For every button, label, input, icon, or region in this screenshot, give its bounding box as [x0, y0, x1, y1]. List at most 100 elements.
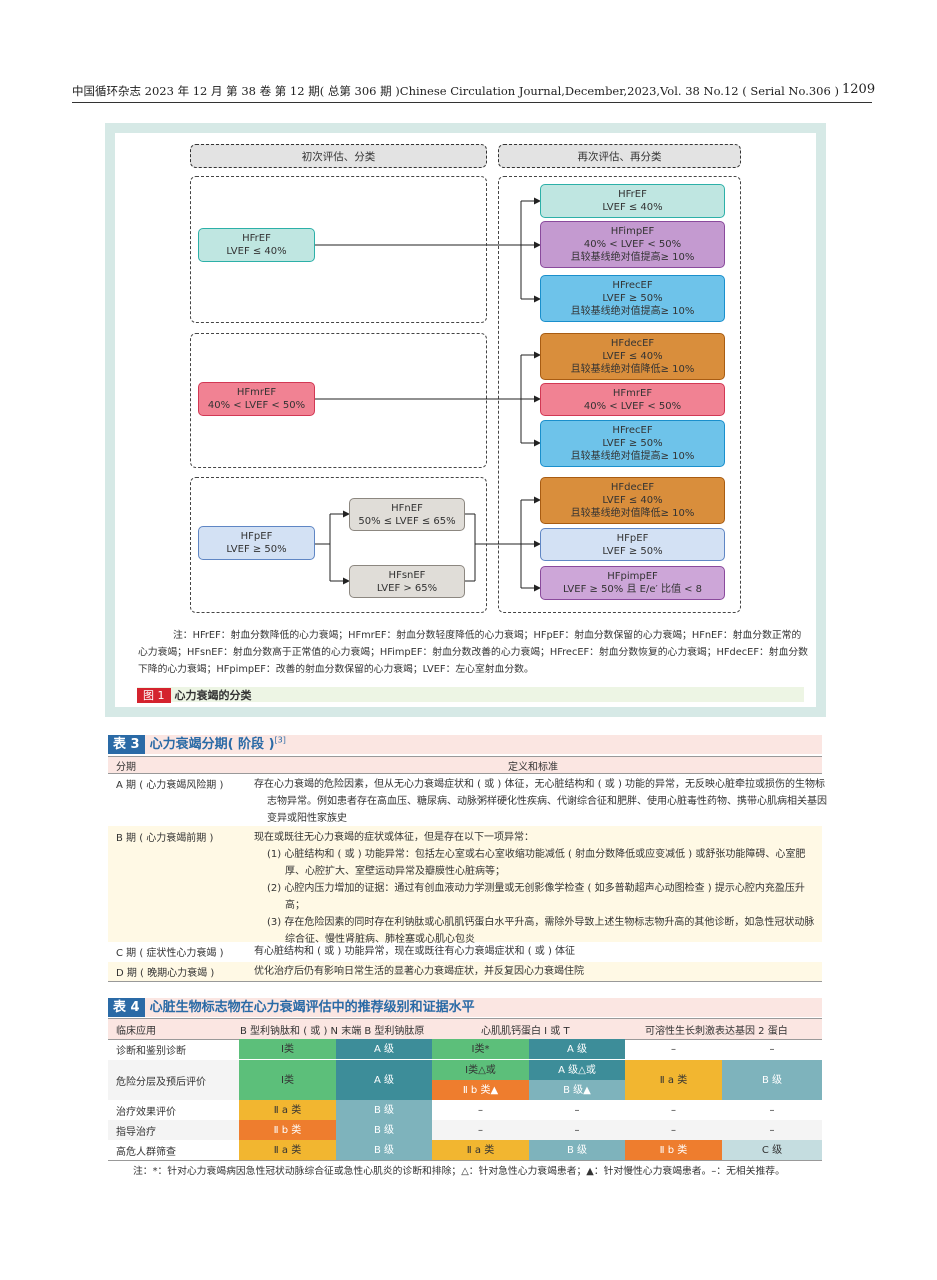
box-title: HFrecEF: [612, 280, 653, 291]
table-cell: –: [625, 1120, 722, 1140]
table-cell: A 级△或: [529, 1060, 625, 1080]
box-title: HFdecEF: [610, 338, 655, 349]
table-cell: Ⅰ类: [239, 1060, 336, 1100]
table-cell: –: [432, 1120, 529, 1140]
table-cell: B 级: [722, 1060, 822, 1100]
table-bottom-rule: [108, 1160, 822, 1161]
table-tag: 表 3: [108, 735, 145, 754]
stage-label: D 期 ( 晚期心力衰竭 ): [116, 968, 215, 979]
table-cell: A 级: [336, 1060, 432, 1100]
box-g1-hfrecef: HFrecEF LVEF ≥ 50% 且较基线绝对值提高≥ 10%: [540, 275, 725, 322]
header-stage: 分期: [116, 762, 136, 773]
table-cell: Ⅱ b 类▲: [432, 1080, 529, 1100]
figure-tag: 图 1: [137, 688, 171, 703]
box-criterion: 50% ≤ LVEF ≤ 65%: [358, 515, 456, 527]
flow-arrows: [315, 197, 541, 592]
stage-definition: 存在心力衰竭的危险因素，但从无心力衰竭症状和 ( 或 ) 体征，无心脏结构和 (…: [254, 779, 827, 824]
box-title: HFpEF: [616, 532, 649, 544]
re-assessment-header: 再次评估、再分类: [498, 144, 741, 168]
box-title: HFsnEF: [388, 569, 426, 581]
table-cell: Ⅱ b 类: [239, 1120, 336, 1140]
stage-label: C 期 ( 症状性心力衰竭 ): [116, 948, 224, 959]
box-criterion: LVEF ≥ 50%: [226, 544, 287, 555]
box-title: HFrEF: [618, 189, 647, 200]
box-g3-hfpef: HFpEF LVEF ≥ 50%: [540, 528, 725, 561]
table-header: 分期 定义和标准: [108, 756, 822, 774]
box-criterion: 40% < LVEF < 50%: [583, 400, 682, 412]
box-title: HFnEF: [391, 502, 423, 514]
row-label: 指导治疗: [108, 1120, 239, 1140]
table-row: D 期 ( 晚期心力衰竭 ) 优化治疗后仍有影响日常生活的显著心力衰竭症状，并反…: [108, 962, 822, 982]
table-cell: –: [769, 1043, 775, 1055]
table-cell: B 级: [529, 1140, 625, 1160]
reference: [3]: [274, 735, 286, 745]
figure-note: 注：HFrEF：射血分数降低的心力衰竭；HFmrEF：射血分数轻度降低的心力衰竭…: [138, 630, 808, 675]
box-title: HFpimpEF: [607, 571, 658, 582]
figure-panel: 初次评估、分类 再次评估、再分类 HFrEF LVEF ≤ 40% HFmrEF…: [115, 133, 816, 707]
re-assessment-group: [498, 176, 741, 613]
table-cell: –: [671, 1104, 676, 1116]
box-criterion: LVEF ≤ 40%: [602, 202, 663, 213]
table-cell: –: [671, 1043, 676, 1055]
box-hfnef: HFnEF 50% ≤ LVEF ≤ 65%: [349, 498, 465, 531]
stage-definition: 有心脏结构和 ( 或 ) 功能异常，现在或既往有心力衰竭症状和 ( 或 ) 体征: [254, 946, 576, 957]
box-criterion: LVEF ≤ 40%: [602, 495, 663, 506]
box-criterion: LVEF ≥ 50%: [602, 438, 663, 449]
table-cell: C 级: [722, 1140, 822, 1160]
box-g1-hfref: HFrEF LVEF ≤ 40%: [540, 184, 725, 218]
header-sst2: 可溶性生长刺激表达基因 2 蛋白: [645, 1026, 788, 1037]
box-criterion: 且较基线绝对值降低≥ 10%: [570, 364, 695, 375]
definition-item: (3) 存在危险因素的同时存在利钠肽或心肌肌钙蛋白水平升高，需除外导致上述生物标…: [267, 917, 815, 945]
box-title: HFdecEF: [610, 482, 655, 493]
table-cell: Ⅱ b 类: [625, 1140, 722, 1160]
table-cell: B 级: [336, 1140, 432, 1160]
table-cell: Ⅱ a 类: [625, 1060, 722, 1100]
table-cell: Ⅰ类△或: [432, 1060, 529, 1080]
box-criterion: 40% < LVEF < 50%: [207, 400, 306, 411]
table-cell: Ⅱ a 类: [239, 1140, 336, 1160]
box-title: HFrEF: [242, 233, 271, 244]
box-criterion: 且较基线绝对值提高≥ 10%: [570, 451, 695, 462]
box-g1-hfimpef: HFimpEF 40% < LVEF < 50% 且较基线绝对值提高≥ 10%: [540, 221, 725, 268]
box-g3-hfpimpef: HFpimpEF LVEF ≥ 50% 且 E/e′ 比值 < 8: [540, 566, 725, 600]
stage-label: A 期 ( 心力衰竭风险期 ): [116, 780, 224, 791]
box-g2-hfmref: HFmrEF 40% < LVEF < 50%: [540, 383, 725, 416]
header-bnp: B 型利钠肽和 ( 或 ) N 末端 B 型利钠肽原: [240, 1026, 425, 1037]
table-row: B 期 ( 心力衰竭前期 ) 现在或既往无心力衰竭的症状或体征，但是存在以下一项…: [108, 826, 822, 945]
figure-1: 初次评估、分类 再次评估、再分类 HFrEF LVEF ≤ 40% HFmrEF…: [105, 123, 826, 717]
table-header: 临床应用 B 型利钠肽和 ( 或 ) N 末端 B 型利钠肽原 心肌肌钙蛋白 I…: [108, 1018, 822, 1040]
initial-group-2: [190, 333, 487, 468]
box-hfpef-initial: HFpEF LVEF ≥ 50%: [198, 526, 315, 560]
box-hfmref-initial: HFmrEF 40% < LVEF < 50%: [198, 382, 315, 416]
table-cell: –: [478, 1104, 483, 1116]
definition-intro: 现在或既往无心力衰竭的症状或体征，但是存在以下一项异常：: [254, 832, 534, 843]
box-criterion: LVEF > 65%: [376, 582, 438, 594]
box-hfsnef: HFsnEF LVEF > 65%: [349, 565, 465, 598]
page-number: 1209: [842, 82, 876, 97]
table-row: C 期 ( 症状性心力衰竭 ) 有心脏结构和 ( 或 ) 功能异常，现在或既往有…: [108, 943, 822, 961]
header-definition: 定义和标准: [508, 762, 558, 773]
box-criterion: 且较基线绝对值降低≥ 10%: [570, 508, 695, 519]
table-cell: A 级: [336, 1039, 432, 1059]
box-criterion: LVEF ≥ 50%: [602, 545, 663, 557]
box-criterion: LVEF ≥ 50% 且 E/e′ 比值 < 8: [562, 584, 703, 595]
box-hfref-initial: HFrEF LVEF ≤ 40%: [198, 228, 315, 262]
table-cell: A 级: [529, 1039, 625, 1059]
row-label: 高危人群筛查: [116, 1146, 176, 1158]
table-cell: B 级▲: [529, 1080, 625, 1100]
initial-group-1: [190, 176, 487, 323]
table-cell: –: [529, 1120, 625, 1140]
stage-label: B 期 ( 心力衰竭前期 ): [116, 833, 214, 844]
initial-assessment-header: 初次评估、分类: [190, 144, 487, 168]
box-criterion: LVEF ≤ 40%: [602, 351, 663, 362]
row-label: 危险分层及预后评价: [108, 1060, 239, 1100]
table-cell: Ⅰ类*: [432, 1039, 529, 1059]
header-application: 临床应用: [116, 1026, 156, 1037]
box-criterion: 且较基线绝对值提高≥ 10%: [570, 306, 695, 317]
table-cell: –: [769, 1104, 775, 1116]
stage-definition: 现在或既往无心力衰竭的症状或体征，但是存在以下一项异常： (1) 心脏结构和 (…: [254, 829, 819, 948]
row-label: 治疗效果评价: [116, 1106, 176, 1118]
box-criterion: 且较基线绝对值提高≥ 10%: [570, 252, 695, 263]
box-title: HFpEF: [240, 531, 273, 542]
